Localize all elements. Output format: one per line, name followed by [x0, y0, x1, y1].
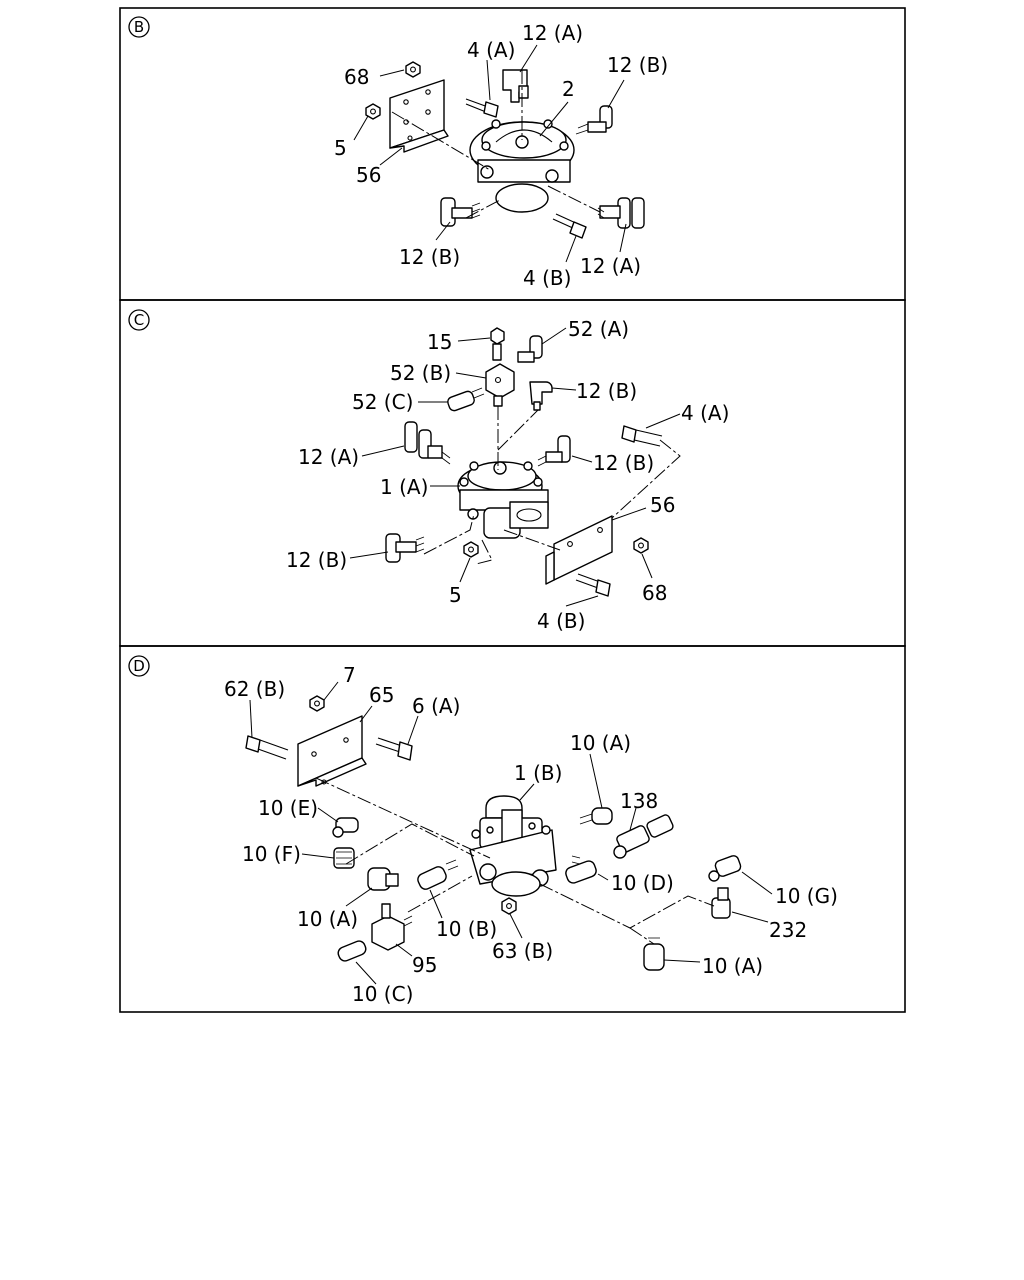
valve-body [469, 119, 575, 213]
callout-label: 10 (D) [611, 871, 674, 895]
nut [501, 897, 517, 915]
callout-label: 10 (G) [775, 884, 838, 908]
straight-fitting [337, 940, 367, 962]
callout-label: 56 [356, 163, 381, 187]
callout-label: 15 [427, 330, 452, 354]
callout-label: 12 (B) [593, 451, 654, 475]
nut [633, 537, 649, 554]
callout-label: 1 (A) [380, 475, 428, 499]
callout-label: 5 [449, 583, 462, 607]
callout-label: 138 [620, 789, 658, 813]
callout-label: 10 (A) [702, 954, 763, 978]
callout-label: 1 (B) [514, 761, 562, 785]
nut [463, 541, 479, 558]
callout-label: 52 (A) [568, 317, 629, 341]
callout-label: 10 (B) [436, 917, 497, 941]
callout-label: 10 (A) [570, 731, 631, 755]
tee-fitting [597, 197, 645, 229]
nut [309, 695, 325, 712]
elbow-fitting [440, 197, 481, 227]
bolt [575, 573, 611, 597]
sensor [613, 814, 674, 859]
section-b-id: B [134, 18, 144, 36]
elbow-fitting [367, 867, 399, 891]
callout-label: 12 (B) [399, 245, 460, 269]
nut [405, 61, 421, 78]
callout-label: 4 (B) [523, 266, 571, 290]
nut [365, 103, 381, 120]
elbow-fitting [708, 855, 742, 882]
elbow-fitting [502, 69, 529, 103]
valve-body [457, 461, 549, 539]
straight-fitting [417, 859, 459, 890]
section-c-id: C [134, 311, 144, 329]
callout-label: 7 [343, 663, 356, 687]
elbow-fitting [537, 435, 571, 467]
callout-label: 232 [769, 918, 807, 942]
callout-label: 4 (A) [467, 38, 515, 62]
tee-block [371, 903, 413, 951]
section-d-id: D [133, 657, 145, 675]
elbow-fitting [517, 335, 543, 363]
callout-label: 12 (B) [576, 379, 637, 403]
straight-fitting [565, 855, 597, 884]
section-d-frame [119, 645, 906, 1013]
callout-label: 10 (E) [258, 796, 318, 820]
tee-fitting [711, 887, 731, 919]
bracket-flange [389, 129, 449, 153]
bolt [245, 735, 289, 760]
bolt [552, 213, 587, 239]
elbow-fitting [575, 105, 613, 135]
bolt [465, 98, 499, 118]
section-c-marker [128, 309, 150, 331]
bracket [297, 715, 367, 787]
callout-label: 63 (B) [492, 939, 553, 963]
callout-label: 10 (A) [297, 907, 358, 931]
elbow-fitting [529, 381, 553, 411]
valve-body [469, 795, 557, 897]
tee-block [485, 363, 515, 407]
callout-label: 10 (C) [352, 982, 413, 1006]
callout-label: 6 (A) [412, 694, 460, 718]
bolt [375, 737, 413, 761]
callout-label: 12 (A) [298, 445, 359, 469]
elbow-fitting [333, 847, 355, 869]
elbow-fitting [385, 533, 425, 563]
callout-label: 4 (A) [681, 401, 729, 425]
callout-label: 12 (A) [580, 254, 641, 278]
callout-label: 56 [650, 493, 675, 517]
bracket [545, 515, 613, 585]
callout-label: 95 [412, 953, 437, 977]
section-d: D [119, 645, 906, 1013]
straight-fitting [447, 387, 485, 412]
callout-label: 68 [642, 581, 667, 605]
callout-label: 68 [344, 65, 369, 89]
callout-label: 52 (B) [390, 361, 451, 385]
callout-label: 2 [562, 77, 575, 101]
callout-label: 4 (B) [537, 609, 585, 633]
plug-fitting [490, 327, 505, 361]
section-b-marker [128, 16, 150, 38]
callout-label: 52 (C) [352, 390, 413, 414]
elbow-fitting [643, 937, 665, 971]
elbow-fitting [579, 807, 613, 825]
callout-label: 12 (A) [522, 21, 583, 45]
callout-label: 62 (B) [224, 677, 285, 701]
callout-label: 12 (B) [607, 53, 668, 77]
callout-label: 5 [334, 136, 347, 160]
tee-fitting [404, 421, 451, 465]
callout-label: 10 (F) [242, 842, 301, 866]
callout-label: 12 (B) [286, 548, 347, 572]
section-c: C [119, 299, 906, 647]
callout-label: 65 [369, 683, 394, 707]
section-b: B [119, 7, 906, 301]
bolt [621, 425, 663, 447]
section-d-marker [128, 655, 150, 677]
elbow-fitting [332, 817, 359, 838]
